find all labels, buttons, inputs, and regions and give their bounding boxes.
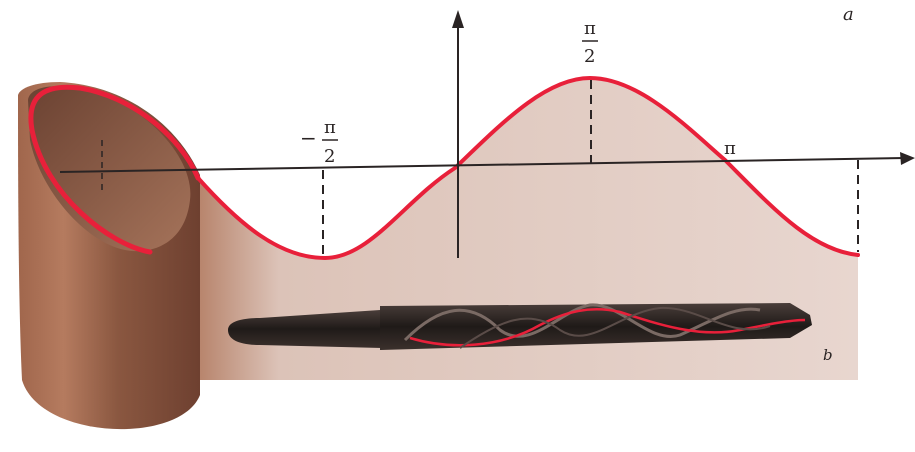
cylinder-rim-curve — [28, 84, 201, 255]
cylinder-opening — [28, 86, 191, 252]
panel-label-b: b — [823, 346, 833, 364]
label-neg-half-pi-denominator: 2 — [324, 146, 335, 167]
x-axis-arrow-icon — [900, 152, 915, 165]
panel-label-a: a — [843, 4, 854, 25]
twist-drill — [228, 303, 812, 350]
drill-flute-red — [409, 308, 806, 347]
label-neg-half-pi-numerator: π — [324, 117, 336, 138]
label-half-pi-denominator: 2 — [584, 46, 595, 67]
drill-flute-1 — [403, 303, 761, 342]
drill-body — [380, 303, 812, 350]
y-axis-arrow-icon — [452, 10, 464, 28]
x-axis — [59, 157, 906, 173]
drill-flute-2 — [459, 306, 771, 349]
sine-curve — [196, 75, 860, 261]
label-pi: π — [724, 138, 736, 159]
label-half-pi-numerator: π — [584, 18, 596, 39]
label-neg-sign: − — [300, 126, 317, 150]
drill-shank — [228, 310, 382, 348]
